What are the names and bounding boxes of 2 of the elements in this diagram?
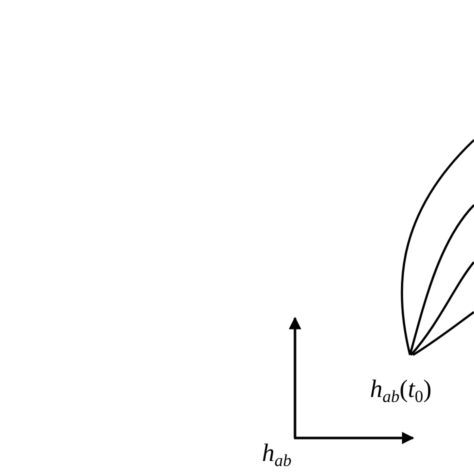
axis-label: h$_{ab}$ [262, 441, 292, 470]
axis-label: h$_{ab}$(t$_{0}$) [370, 377, 432, 406]
